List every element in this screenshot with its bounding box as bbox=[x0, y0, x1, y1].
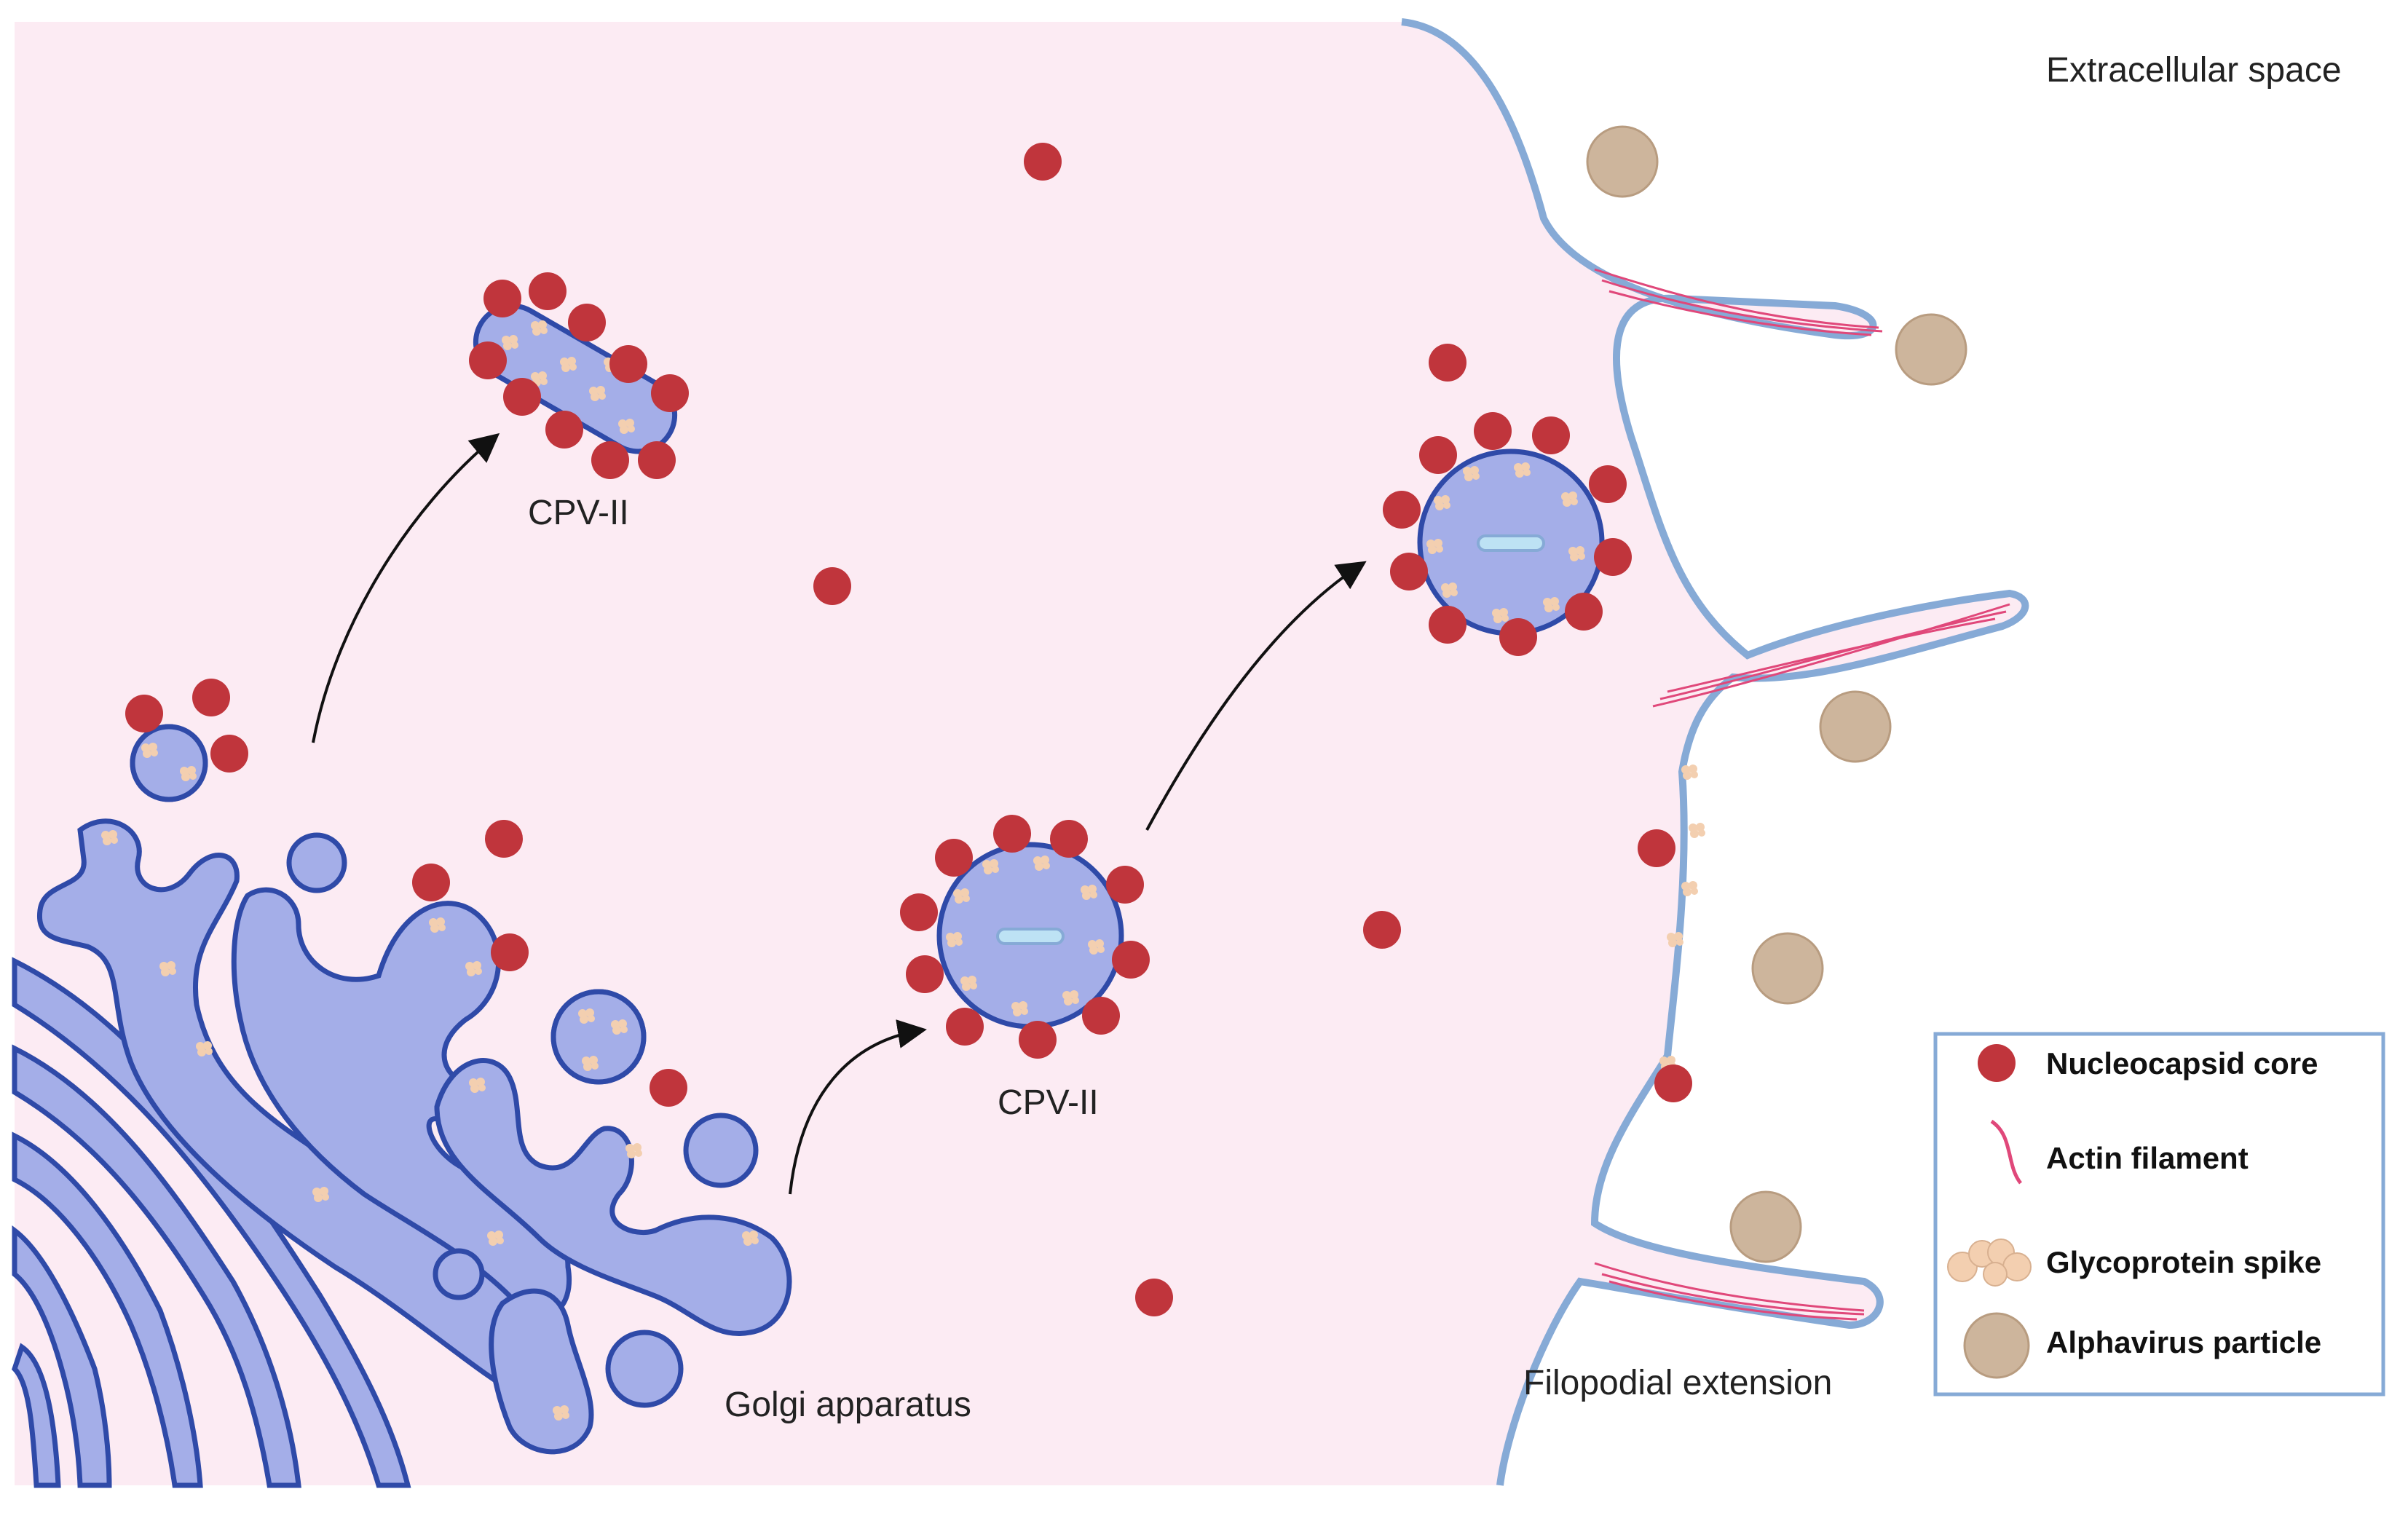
cpv-ii-elongated bbox=[469, 272, 689, 479]
actin-filament-icon bbox=[1990, 1119, 2023, 1185]
cpv-ii-top-label: CPV-II bbox=[528, 494, 629, 532]
legend-label-nucleocapsid: Nucleocapsid core bbox=[2046, 1046, 2318, 1081]
legend-label-alphavirus: Alphavirus particle bbox=[2046, 1325, 2321, 1359]
filopodial-extension-label: Filopodial extension bbox=[1523, 1364, 1832, 1402]
process-arrows bbox=[312, 432, 1367, 1195]
golgi-vesicles bbox=[130, 724, 647, 1085]
legend-label-actin: Actin filament bbox=[2046, 1141, 2249, 1175]
cell-membrane bbox=[1401, 18, 2029, 1486]
extracellular-space-label: Extracellular space bbox=[2046, 51, 2342, 90]
nucleocapsid-cores bbox=[125, 143, 1692, 1316]
legend: Nucleocapsid core Actin filament Glycopr… bbox=[1933, 1032, 2385, 1397]
arrow-golgi-to-round-cpv bbox=[789, 1019, 927, 1195]
glycoprotein-spike-icon bbox=[1947, 1239, 2032, 1287]
golgi-apparatus bbox=[11, 724, 792, 1488]
cytoplasm bbox=[15, 22, 2026, 1485]
arrow-golgi-to-elongated-cpv bbox=[312, 432, 500, 743]
cpv-ii-middle-label: CPV-II bbox=[998, 1083, 1099, 1122]
golgi-apparatus-label: Golgi apparatus bbox=[725, 1386, 971, 1424]
cpv-ii-round-middle bbox=[900, 815, 1150, 1059]
alphavirus-particle-icon bbox=[1963, 1312, 2030, 1379]
arrow-cpv-to-cpv bbox=[1145, 561, 1367, 831]
alphavirus-particles bbox=[1586, 125, 1967, 1263]
cpv-ii-round-right bbox=[1383, 412, 1632, 656]
nucleocapsid-core-icon bbox=[1978, 1044, 2016, 1082]
legend-label-glycoprotein: Glycoprotein spike bbox=[2046, 1245, 2321, 1279]
actin-filaments bbox=[1594, 268, 2010, 1321]
